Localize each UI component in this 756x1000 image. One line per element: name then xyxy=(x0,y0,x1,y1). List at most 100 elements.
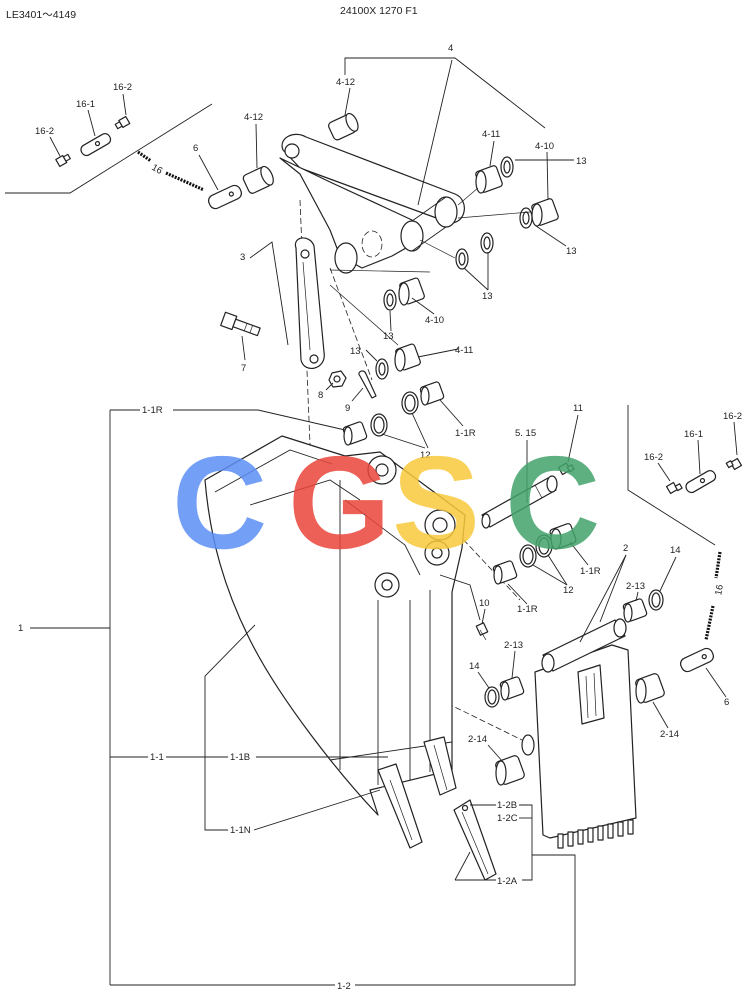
bolt-10 xyxy=(475,622,489,641)
link-3 xyxy=(294,237,325,369)
ring-12-lower-a xyxy=(535,534,553,558)
watermark-letter-2: G xyxy=(288,429,391,576)
grease-nipple-16-2-left xyxy=(55,153,71,168)
bushing-2-14-right xyxy=(635,673,665,704)
ring-12-lower-b xyxy=(519,544,537,568)
callout-1: 1 xyxy=(18,623,23,634)
shim-16-bottom-b xyxy=(704,605,715,641)
callout-4-12-top: 4-12 xyxy=(336,77,355,88)
bushing-1-1R-lower-right xyxy=(549,523,577,550)
callout-4-11-top: 4-11 xyxy=(482,129,500,140)
callout-1-2: 1-2 xyxy=(337,981,351,992)
ring-12-upper-b xyxy=(401,391,419,415)
callout-16-1-tl: 16-1 xyxy=(76,99,95,110)
callout-4-10-middle: 4-10 xyxy=(425,315,444,326)
ring-14-right xyxy=(648,589,664,611)
bushing-4-11-right xyxy=(475,165,503,194)
callout-14-right: 14 xyxy=(670,545,681,556)
callout-1-1N: 1-1N xyxy=(230,825,251,836)
pin-16-1-right xyxy=(685,470,717,494)
pin-5-15 xyxy=(481,475,558,529)
side-cutter-2 xyxy=(534,618,637,849)
callout-3: 3 xyxy=(240,252,245,263)
callout-1-1R-left: 1-1R xyxy=(142,405,163,416)
callout-2-13-left: 2-13 xyxy=(504,640,523,651)
callout-2-14-right: 2-14 xyxy=(660,729,679,740)
callout-16-2-tl-right: 16-2 xyxy=(113,82,132,93)
callout-2-13-right: 2-13 xyxy=(626,581,645,592)
ring-13-right-mid xyxy=(519,207,533,229)
inset-frame-top-left xyxy=(5,103,213,194)
tooth-1-2 xyxy=(453,799,497,881)
leader-lines xyxy=(30,57,738,986)
ring-13-middle-upper xyxy=(383,289,397,311)
callout-9: 9 xyxy=(345,403,350,414)
callout-11: 11 xyxy=(573,403,583,414)
callout-16-2-right-upper: 16-2 xyxy=(723,411,742,422)
grease-nipple-11 xyxy=(557,462,575,476)
grease-nipple-16-2-right xyxy=(114,115,131,130)
ring-13-right-top xyxy=(500,156,514,178)
drawing-number: 24100X 1270 F1 xyxy=(340,5,418,17)
callout-8: 8 xyxy=(318,390,323,401)
callout-2: 2 xyxy=(623,543,628,554)
pin-6-bottom xyxy=(680,647,714,673)
callout-13-a: 13 xyxy=(576,156,587,167)
callout-10: 10 xyxy=(479,598,490,609)
callout-16-2-right-lower: 16-2 xyxy=(644,452,663,463)
bushing-2-13-right xyxy=(622,598,648,623)
callout-4-12-left: 4-12 xyxy=(244,112,263,123)
shim-16-top-a xyxy=(137,150,152,163)
bushing-4-12-left xyxy=(242,165,274,194)
shim-16-bottom-a xyxy=(714,551,722,579)
watermark-letter-1: C xyxy=(172,429,267,576)
grease-nipple-16-2-right-upper xyxy=(725,457,743,471)
callout-1-1R-lower-right: 1-1R xyxy=(580,566,601,577)
watermark-letter-4: C xyxy=(505,429,600,576)
callout-1-2A: 1-2A xyxy=(497,876,518,887)
callout-4-10-top: 4-10 xyxy=(535,141,554,152)
callout-16-bottom: 16 xyxy=(713,584,726,596)
bolt-7 xyxy=(220,311,261,337)
callout-13-d: 13 xyxy=(383,331,394,342)
bucket-body xyxy=(204,435,535,816)
bucket-tooth-1-1N-right xyxy=(423,736,457,796)
bushing-4-11-middle xyxy=(394,343,421,372)
assembly-guide-lines-top xyxy=(329,187,531,346)
callout-6-bottom: 6 xyxy=(724,697,729,708)
nut-8 xyxy=(328,370,347,388)
callout-6-top: 6 xyxy=(193,143,198,154)
pin-6-top xyxy=(208,184,242,210)
callout-labels: 4 4-12 4-11 4-10 13 13 13 16-2 16-1 16-2… xyxy=(18,43,742,992)
bushing-1-1R-lower-left xyxy=(492,560,518,585)
bushing-1-1R-upper-right xyxy=(419,381,445,406)
callout-5-15: 5. 15 xyxy=(515,428,536,439)
watermark-logo: C G S C xyxy=(172,429,600,576)
callout-14-left: 14 xyxy=(469,661,480,672)
watermark-letter-3: S xyxy=(392,429,480,576)
callout-4: 4 xyxy=(448,43,453,54)
callout-13-e: 13 xyxy=(350,346,361,357)
callout-1-1: 1-1 xyxy=(150,752,164,763)
shim-16-top-b xyxy=(165,171,205,192)
rings-13-right-lower xyxy=(455,232,494,270)
callout-12-upper: 12 xyxy=(420,450,431,461)
ring-13-middle-lower xyxy=(375,358,389,380)
pin-16-1-top-left xyxy=(80,133,112,157)
callout-1-1R-upper: 1-1R xyxy=(455,428,476,439)
callout-16-top: 16 xyxy=(150,162,165,177)
callout-13-b: 13 xyxy=(566,246,577,257)
grease-nipple-16-2-right-lower xyxy=(665,481,683,495)
ring-14-left xyxy=(484,686,500,708)
callout-13-c: 13 xyxy=(482,291,493,302)
callout-7: 7 xyxy=(241,363,246,374)
model-range: LE3401～4149 xyxy=(6,9,76,21)
bushing-4-10-right xyxy=(531,198,559,227)
callout-1-2B: 1-2B xyxy=(497,800,517,811)
bushing-2-13-left xyxy=(499,676,525,701)
cotter-pin-9 xyxy=(358,370,377,399)
bushing-1-1R-upper-left xyxy=(342,421,368,446)
callout-12-lower: 12 xyxy=(563,585,574,596)
ring-12-upper-a xyxy=(370,413,388,437)
